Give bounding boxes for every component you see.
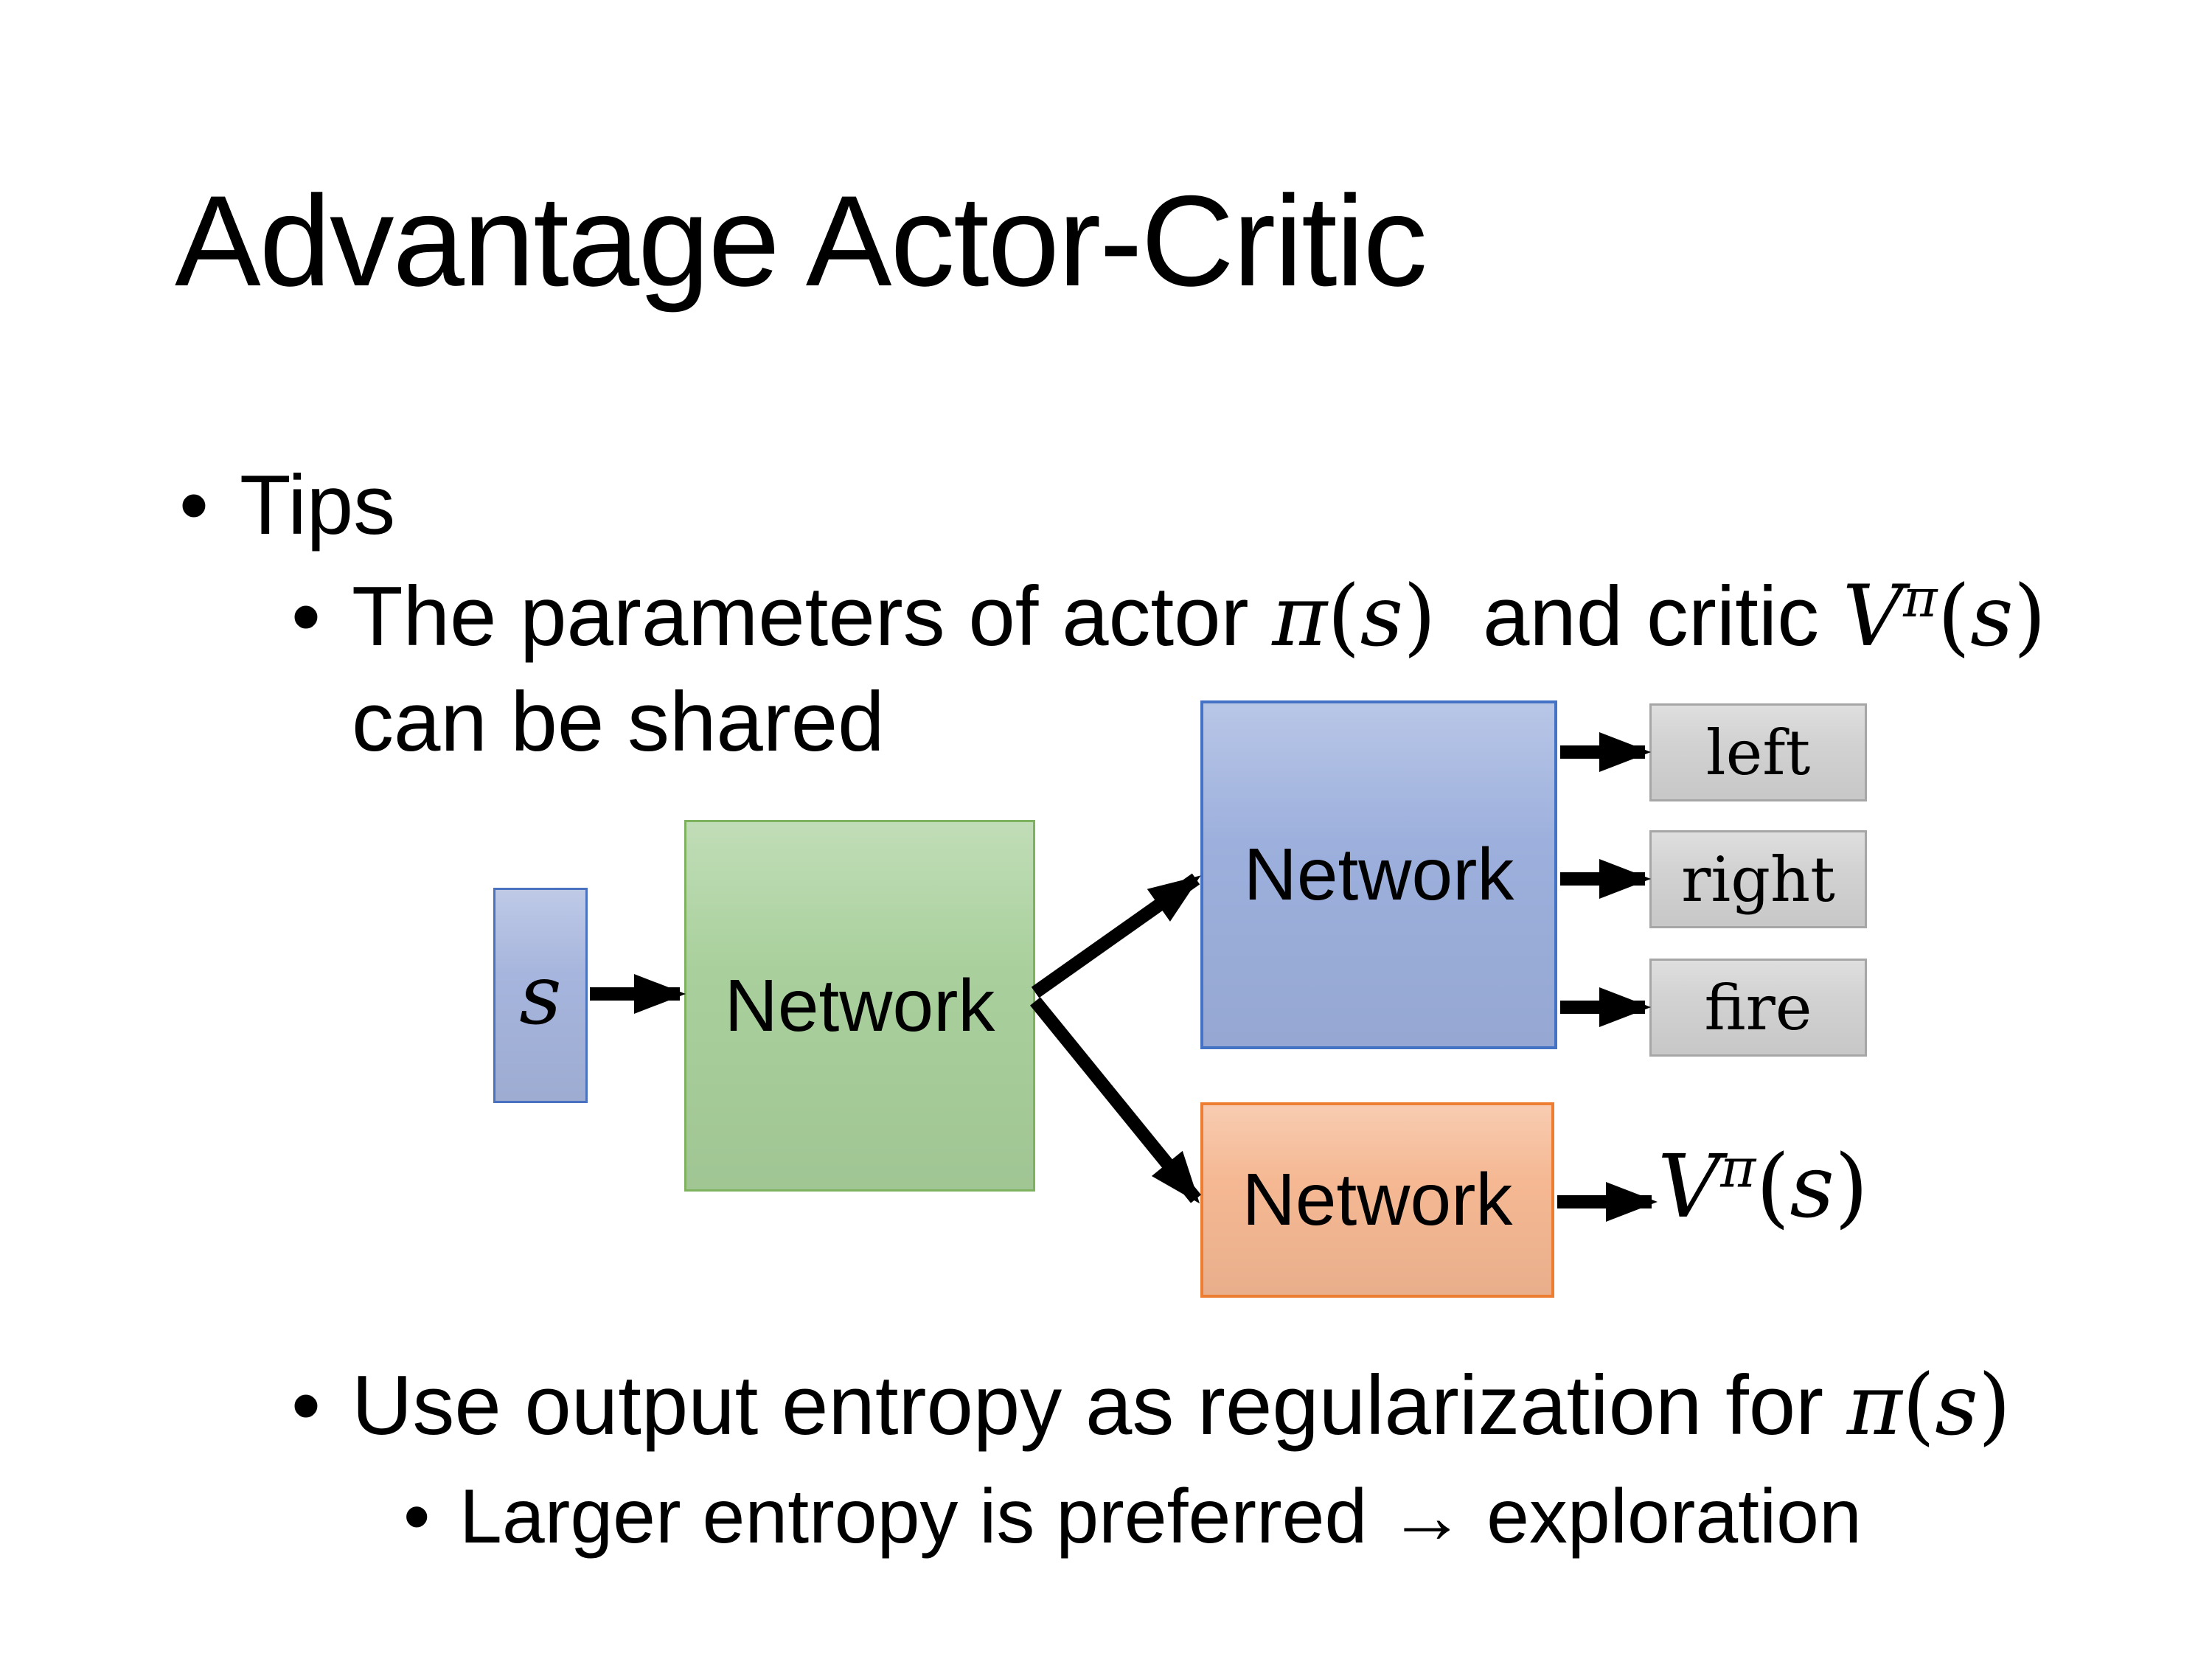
larger-entropy-text: Larger entropy is preferred → exploratio…	[459, 1474, 1862, 1559]
math-rparen: )	[1978, 1356, 2011, 1454]
action-box-fire: fire	[1649, 959, 1867, 1057]
bullet-glyph: •	[179, 459, 209, 552]
math-s: s	[1360, 567, 1404, 665]
state-box: s	[493, 888, 588, 1103]
math-V: V	[1658, 1135, 1721, 1237]
parameters-text: The parameters of actor	[352, 570, 1273, 664]
bullet-glyph: •	[403, 1474, 431, 1559]
critic-output-label: Vπ(s)	[1658, 1135, 1868, 1237]
bullet-glyph: •	[291, 1359, 321, 1453]
math-pi-sup: π	[1720, 1137, 1756, 1200]
bullet-line-larger-entropy: • Larger entropy is preferred → explorati…	[403, 1471, 1862, 1563]
entropy-text: Use output entropy as regularization for	[352, 1359, 1847, 1453]
math-lparen: (	[1902, 1356, 1935, 1454]
math-lparen: (	[1937, 567, 1971, 665]
math-pi-sup: π	[1903, 568, 1938, 629]
action-box-left: left	[1649, 703, 1867, 801]
action-label-fire: fire	[1704, 971, 1812, 1044]
can-be-shared-text: can be shared	[352, 675, 885, 769]
action-label-right: right	[1681, 843, 1835, 916]
bullet-glyph: •	[291, 570, 321, 664]
math-s: s	[1970, 567, 2014, 665]
bullet-line-tips: • Tips	[179, 456, 395, 557]
critic-network-box: Network	[1200, 1102, 1554, 1298]
math-pi: π	[1846, 1356, 1902, 1454]
parameters-text-mid: and critic	[1436, 570, 1843, 664]
bullet-line-entropy: • Use output entropy as regularization fo…	[291, 1355, 2011, 1457]
arrow-shared-to-critic	[1030, 997, 1201, 1204]
actor-network-label: Network	[1243, 833, 1514, 916]
math-lparen: (	[1756, 1135, 1790, 1237]
tips-label: Tips	[240, 459, 396, 552]
math-rparen: )	[1403, 567, 1436, 665]
shared-network-label: Network	[724, 964, 995, 1047]
action-box-right: right	[1649, 830, 1867, 928]
math-rparen: )	[1834, 1135, 1868, 1237]
math-s: s	[1790, 1135, 1834, 1237]
math-lparen: (	[1327, 567, 1360, 665]
critic-network-label: Network	[1242, 1158, 1513, 1241]
actor-network-box: Network	[1200, 700, 1557, 1049]
action-label-left: left	[1705, 716, 1811, 789]
state-label: s	[519, 947, 562, 1043]
math-pi: π	[1272, 567, 1328, 665]
page-title: Advantage Actor-Critic	[175, 170, 1427, 313]
shared-network-box: Network	[684, 820, 1035, 1192]
math-rparen: )	[2013, 567, 2047, 665]
math-s: s	[1935, 1356, 1978, 1454]
arrow-shared-to-actor	[1031, 873, 1201, 998]
bullet-line-parameters: •The parameters of actor π(s) and critic…	[291, 566, 2046, 668]
math-V: V	[1842, 567, 1904, 665]
bullet-line-can-be-shared: can be shared	[352, 672, 885, 773]
